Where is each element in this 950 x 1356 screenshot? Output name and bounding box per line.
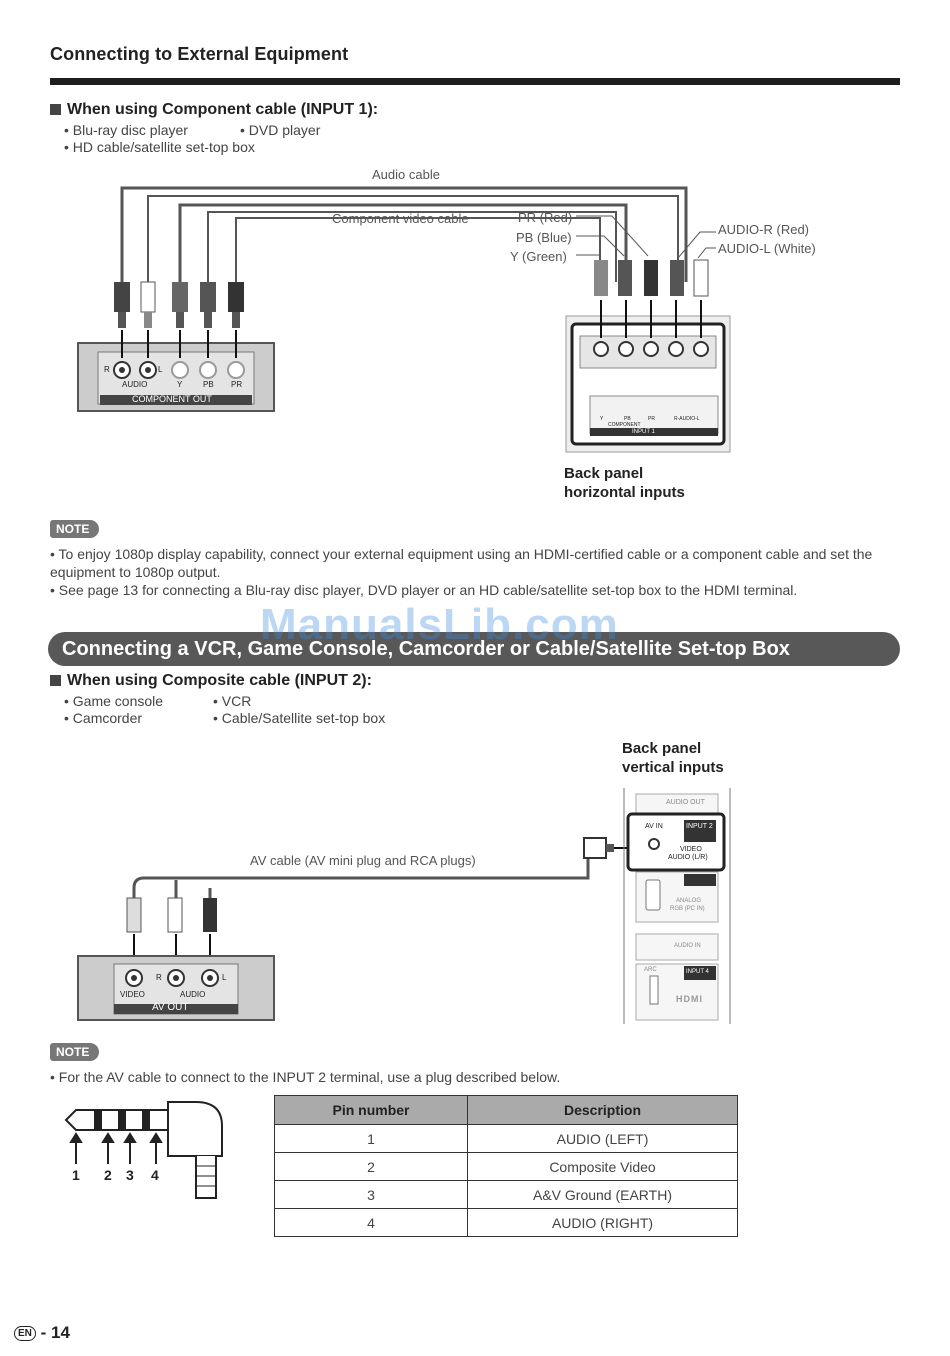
section1-heading: When using Component cable (INPUT 1): bbox=[50, 101, 378, 119]
device-r-label: R bbox=[104, 365, 110, 374]
plug-pin-2: 2 bbox=[104, 1167, 112, 1183]
list-item: • Game console bbox=[64, 693, 164, 709]
av-out-label: AV OUT bbox=[152, 1002, 189, 1013]
pin-cell: 3 bbox=[274, 1180, 468, 1209]
section2-heading: When using Composite cable (INPUT 2): bbox=[50, 672, 372, 690]
pr-red-label: PR (Red) bbox=[518, 210, 573, 225]
list-item: • Blu-ray disc player bbox=[64, 122, 188, 138]
rgb-pc-label: RGB (PC IN) bbox=[670, 906, 705, 912]
audio-out-label: AUDIO OUT bbox=[666, 799, 705, 806]
note-badge: NOTE bbox=[50, 1043, 100, 1061]
note-badge: NOTE bbox=[50, 520, 100, 538]
panel-component-label: COMPONENT bbox=[608, 422, 641, 428]
device2-audio-label: AUDIO bbox=[180, 990, 206, 999]
panel-pb-label: PB bbox=[624, 416, 631, 422]
page-footer: EN - 14 bbox=[14, 1323, 70, 1343]
arc-label: ARC bbox=[644, 967, 657, 973]
av-in-label: AV IN bbox=[645, 823, 663, 830]
pb-blue-label: PB (Blue) bbox=[516, 230, 572, 245]
av-mini-plug-diagram bbox=[64, 1101, 223, 1199]
plug-pin-1: 1 bbox=[72, 1167, 80, 1183]
audio-in-label: AUDIO IN bbox=[674, 943, 701, 949]
pin-cell: 2 bbox=[274, 1152, 468, 1181]
list-item: • Cable/Satellite set-top box bbox=[213, 710, 386, 726]
square-bullet-icon bbox=[50, 104, 61, 115]
panel-input1-label: INPUT 1 bbox=[632, 429, 655, 435]
note1-text: • To enjoy 1080p display capability, con… bbox=[50, 545, 905, 599]
plug-pin-4: 4 bbox=[151, 1167, 159, 1183]
table-header-row: Pin number Description bbox=[274, 1095, 738, 1125]
y-green-label: Y (Green) bbox=[510, 249, 567, 264]
video-label: VIDEO bbox=[680, 846, 702, 853]
device2-r-label: R bbox=[156, 973, 162, 982]
component-cable-label: Component video cable bbox=[332, 211, 469, 226]
page-number: - 14 bbox=[40, 1323, 70, 1342]
list-item: • Camcorder bbox=[64, 710, 143, 726]
description-cell: AUDIO (LEFT) bbox=[467, 1124, 738, 1153]
note-item: • To enjoy 1080p display capability, con… bbox=[50, 546, 873, 580]
column-header: Pin number bbox=[274, 1095, 468, 1125]
note2-text: • For the AV cable to connect to the INP… bbox=[50, 1069, 561, 1085]
input4-label: INPUT 4 bbox=[686, 969, 709, 975]
device-audio-label: AUDIO bbox=[122, 380, 148, 389]
input2-label: INPUT 2 bbox=[686, 823, 713, 830]
audio-l-label: AUDIO-L (White) bbox=[718, 241, 816, 256]
device-y-label: Y bbox=[177, 380, 183, 389]
list-item: • HD cable/satellite set-top box bbox=[64, 139, 255, 155]
column-header: Description bbox=[467, 1095, 738, 1125]
hdmi-logo: HDMI bbox=[676, 994, 703, 1004]
component-out-label: COMPONENT OUT bbox=[132, 394, 212, 404]
composite-connection-diagram bbox=[77, 788, 731, 1024]
device-pb-label: PB bbox=[203, 380, 214, 389]
page-title: Connecting to External Equipment bbox=[50, 44, 349, 64]
panel-raudio-label: R-AUDIO-L bbox=[674, 416, 700, 422]
device-l-label: L bbox=[158, 365, 163, 374]
device-pr-label: PR bbox=[231, 380, 243, 389]
description-cell: Composite Video bbox=[467, 1152, 738, 1181]
analog-label: ANALOG bbox=[676, 898, 702, 904]
description-cell: AUDIO (RIGHT) bbox=[467, 1208, 738, 1237]
component-connection-diagram bbox=[77, 186, 731, 453]
device2-l-label: L bbox=[222, 973, 227, 982]
plug-pin-3: 3 bbox=[126, 1167, 134, 1183]
pin-cell: 1 bbox=[274, 1124, 468, 1153]
audio-cable-label: Audio cable bbox=[372, 167, 440, 182]
description-cell: A&V Ground (EARTH) bbox=[467, 1180, 738, 1209]
header-rule bbox=[50, 78, 900, 85]
list-item: • DVD player bbox=[240, 122, 321, 138]
list-item: • VCR bbox=[213, 693, 252, 709]
watermark: ManualsLib.com bbox=[260, 600, 619, 649]
pin-cell: 4 bbox=[274, 1208, 468, 1237]
audio-lr-label: AUDIO (L/R) bbox=[668, 854, 708, 861]
english-language-icon: EN bbox=[14, 1326, 36, 1341]
audio-r-label: AUDIO-R (Red) bbox=[718, 222, 810, 237]
av-cable-label: AV cable (AV mini plug and RCA plugs) bbox=[250, 853, 476, 868]
panel-y-label: Y bbox=[600, 416, 604, 422]
square-bullet-icon bbox=[50, 675, 61, 686]
device2-video-label: VIDEO bbox=[120, 990, 145, 999]
panel-pr-label: PR bbox=[648, 416, 655, 422]
note-item: • See page 13 for connecting a Blu-ray d… bbox=[50, 582, 798, 598]
section-banner: Connecting a VCR, Game Console, Camcorde… bbox=[48, 632, 900, 666]
